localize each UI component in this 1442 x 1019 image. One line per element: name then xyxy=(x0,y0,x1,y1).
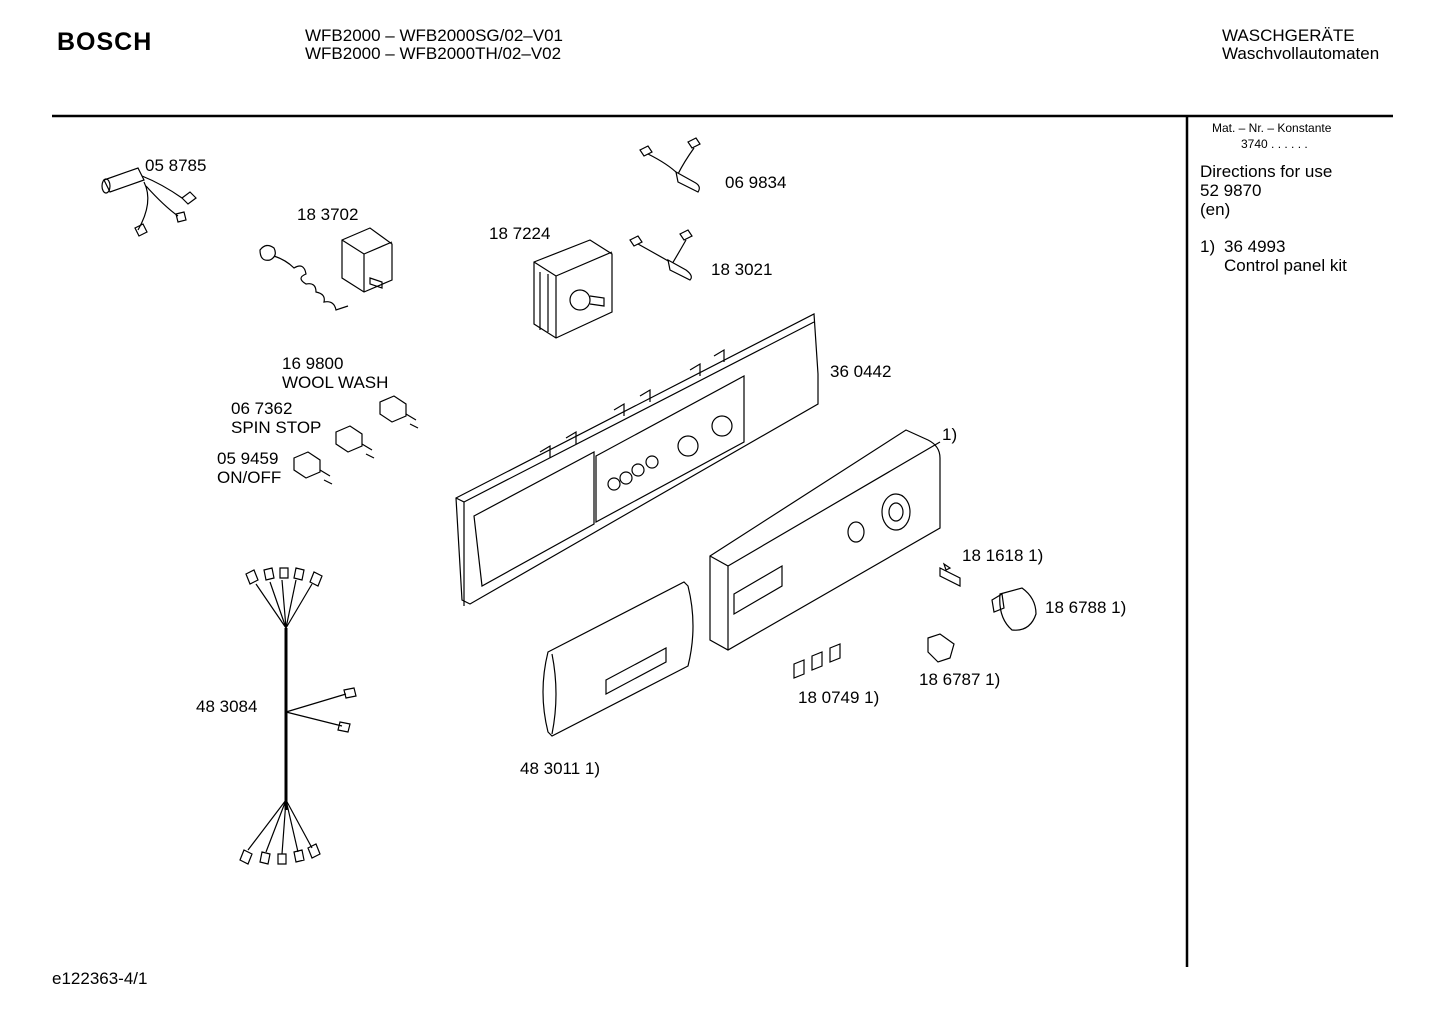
label-483011: 48 3011 1) xyxy=(520,759,601,778)
label-067362: 06 7362 xyxy=(231,399,293,418)
document-id: e122363-4/1 xyxy=(52,969,148,988)
label-483084: 48 3084 xyxy=(196,697,258,716)
label-169800: 16 9800 xyxy=(282,354,344,373)
kit-name: Control panel kit xyxy=(1224,256,1347,275)
knob-186788-icon xyxy=(992,588,1036,630)
directions-number: 52 9870 xyxy=(1200,181,1262,200)
label-187224: 18 7224 xyxy=(489,224,551,243)
sensor-069834-icon xyxy=(640,138,700,192)
category-title: WASCHGERÄTE xyxy=(1222,26,1355,45)
mat-nr-label: Mat. – Nr. – Konstante xyxy=(1212,121,1332,135)
label-181618: 18 1618 1) xyxy=(962,546,1044,565)
wiring-harness-483084-icon xyxy=(240,568,356,864)
sensor-058785-icon xyxy=(102,168,196,236)
label-186787: 18 6787 1) xyxy=(919,670,1001,689)
model-line-1: WFB2000 – WFB2000SG/02–V01 xyxy=(305,26,563,45)
label-059459: 05 9459 xyxy=(217,449,279,468)
label-180749: 18 0749 1) xyxy=(798,688,880,707)
label-360442: 36 0442 xyxy=(830,362,892,381)
programmer-187224-icon xyxy=(534,240,612,338)
label-059459-desc: ON/OFF xyxy=(217,468,282,487)
sensor-183021-icon xyxy=(630,230,692,280)
buttons-180749-icon xyxy=(794,644,840,678)
brand-logo: BOSCH xyxy=(57,28,153,56)
label-069834: 06 9834 xyxy=(725,173,787,192)
kit-marker: 1) xyxy=(1200,237,1216,256)
directions-title: Directions for use xyxy=(1200,162,1333,181)
category-subtitle: Waschvollautomaten xyxy=(1222,44,1380,63)
drawer-handle-483011-icon xyxy=(543,582,693,736)
label-067362-desc: SPIN STOP xyxy=(231,418,322,437)
label-169800-desc: WOOL WASH xyxy=(282,373,389,392)
knob-insert-186787-icon xyxy=(928,634,954,662)
directions-lang: (en) xyxy=(1200,200,1231,219)
label-183021: 18 3021 xyxy=(711,260,773,279)
kit-number: 36 4993 xyxy=(1224,237,1286,256)
label-183702: 18 3702 xyxy=(297,205,359,224)
label-kit-ref: 1) xyxy=(942,425,958,444)
model-line-2: WFB2000 – WFB2000TH/02–V02 xyxy=(305,44,562,63)
thermostat-183702-icon xyxy=(260,228,392,310)
mat-nr-value: 3740 . . . . . . xyxy=(1241,137,1308,151)
part-181618-icon xyxy=(940,564,960,586)
switch-067362-icon xyxy=(336,426,374,458)
switch-059459-icon xyxy=(294,452,332,484)
label-186788: 18 6788 1) xyxy=(1045,598,1127,617)
panel-frame-360442-icon xyxy=(456,314,818,606)
label-058785: 05 8785 xyxy=(145,156,207,175)
switch-169800-icon xyxy=(380,396,418,428)
front-panel-icon xyxy=(710,430,940,650)
